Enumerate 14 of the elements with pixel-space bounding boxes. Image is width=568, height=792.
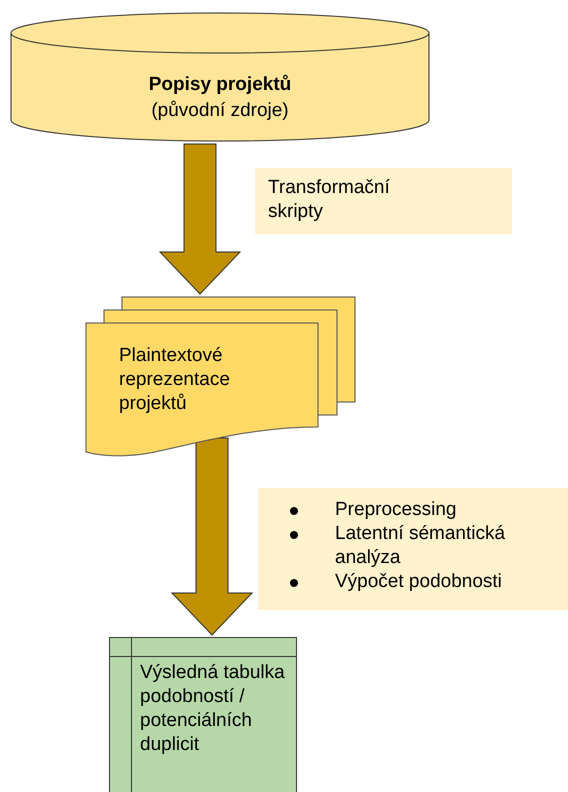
table-box bbox=[109, 637, 297, 792]
note-box bbox=[255, 168, 512, 234]
block-arrow bbox=[170, 438, 254, 636]
list-item: Výpočet podobnosti bbox=[335, 570, 503, 594]
list-item: Preprocessing bbox=[335, 498, 458, 522]
node-text: Výsledná tabulka podobností / potenciálních duplicit bbox=[140, 661, 286, 757]
list-item: Latentní sémantická analýza bbox=[335, 522, 506, 570]
note-text: Transformační skripty bbox=[268, 176, 388, 224]
node-subtitle: (původní zdroje) bbox=[151, 99, 289, 123]
node-text: Plaintextové reprezentace projektů bbox=[119, 344, 231, 416]
block-arrow bbox=[158, 144, 242, 295]
node-title: Popisy projektů bbox=[148, 73, 292, 97]
note-box bbox=[258, 488, 568, 610]
database-cylinder bbox=[10, 12, 430, 142]
